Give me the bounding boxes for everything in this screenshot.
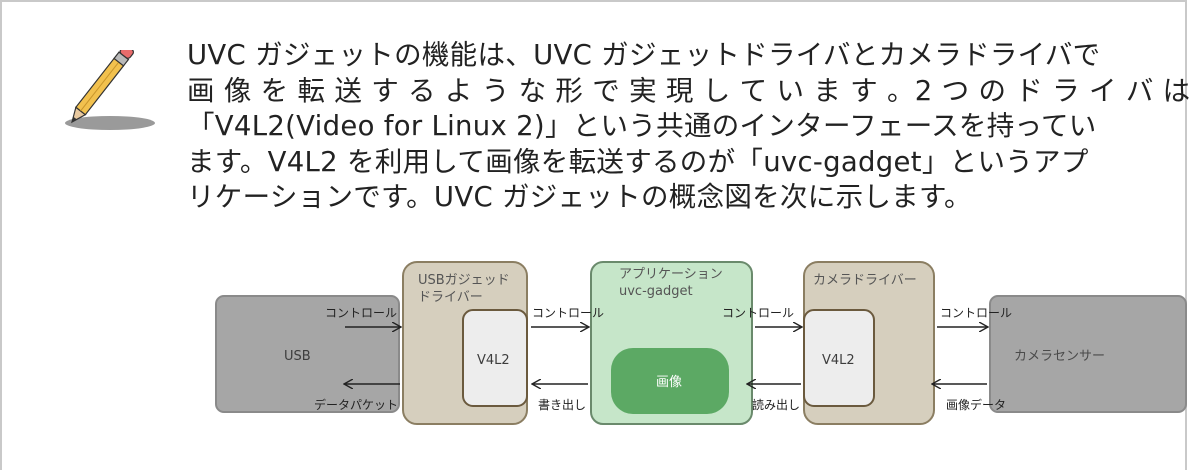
paragraph-line: リケーションです。UVC ガジェットの概念図を次に示します。: [187, 181, 972, 213]
pencil-note-icon: [65, 50, 155, 130]
note-paragraph: UVC ガジェットの機能は、UVC ガジェットドライバとカメラドライバで 画 像…: [187, 38, 1191, 216]
paragraph-line: 画 像 を 転 送 す る よ う な 形 で 実 現 し て い ま す 。2…: [187, 74, 1191, 107]
paragraph-line: 「V4L2(Video for Linux 2)」という共通のインターフェースを…: [187, 110, 1097, 142]
paragraph-line: ます。V4L2 を利用して画像を転送するのが「uvc-gadget」というアプ: [187, 145, 1089, 178]
paragraph-line: UVC ガジェットの機能は、UVC ガジェットドライバとカメラドライバで: [187, 39, 1101, 71]
